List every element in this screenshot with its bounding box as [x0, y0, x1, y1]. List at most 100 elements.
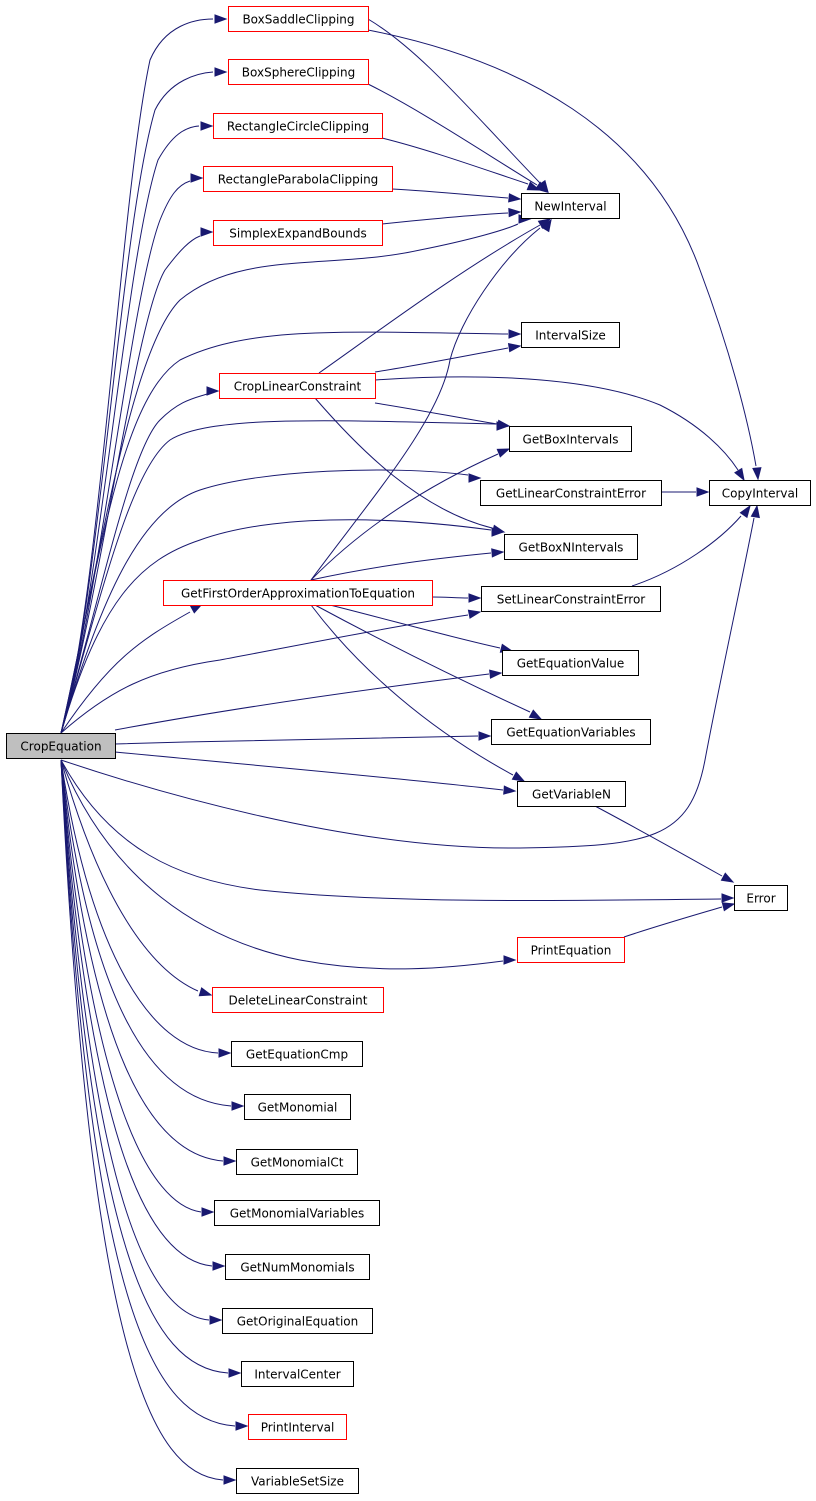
arrowhead-icon [721, 893, 735, 903]
node-get-original-equation[interactable]: GetOriginalEquation [222, 1308, 373, 1334]
node-print-equation[interactable]: PrintEquation [517, 937, 625, 963]
node-box[interactable] [163, 580, 433, 606]
arrowhead-icon [198, 987, 213, 997]
call-edge-crop-linear-constraint-to-get-box-nintervals [314, 397, 506, 534]
arrowhead-icon [526, 181, 541, 191]
arrowhead-icon [467, 609, 482, 619]
node-box[interactable] [225, 1254, 370, 1280]
node-get-first-order-approximation-to-equation[interactable]: GetFirstOrderApproximationToEquation [163, 580, 433, 606]
node-get-box-intervals[interactable]: GetBoxIntervals [509, 426, 632, 452]
call-edge-crop-equation-to-variable-set-size [60, 759, 237, 1485]
call-edge-box-saddle-clipping-to-copy-interval [367, 29, 762, 481]
node-label: GetFirstOrderApproximationToEquation [181, 587, 415, 601]
node-box[interactable] [491, 719, 651, 745]
node-box[interactable] [236, 1149, 358, 1175]
call-edge-crop-equation-to-interval-center [60, 759, 242, 1378]
arrowhead-icon [491, 524, 506, 534]
node-delete-linear-constraint[interactable]: DeleteLinearConstraint [212, 987, 384, 1013]
node-box[interactable] [521, 193, 620, 219]
node-label: BoxSaddleClipping [242, 13, 354, 27]
node-crop-equation[interactable]: CropEquation [6, 733, 116, 759]
call-edge-crop-equation-to-crop-linear-constraint [60, 386, 220, 734]
node-get-linear-constraint-error[interactable]: GetLinearConstraintError [480, 480, 662, 506]
node-error[interactable]: Error [734, 885, 788, 911]
node-box[interactable] [241, 1361, 354, 1387]
node-set-linear-constraint-error[interactable]: SetLinearConstraintError [481, 586, 661, 612]
call-edge-crop-equation-to-delete-linear-constraint [60, 759, 213, 997]
arrowhead-icon [478, 731, 492, 741]
node-rectangle-circle-clipping[interactable]: RectangleCircleClipping [213, 113, 383, 139]
node-crop-linear-constraint[interactable]: CropLinearConstraint [219, 373, 376, 399]
call-edge-crop-equation-to-get-equation-variables [114, 731, 492, 745]
arrowhead-icon [235, 1421, 249, 1431]
node-box[interactable] [228, 59, 369, 85]
node-box[interactable] [480, 480, 662, 506]
arrowhead-icon [752, 467, 762, 481]
node-box[interactable] [212, 987, 384, 1013]
node-box[interactable] [517, 781, 626, 807]
node-box[interactable] [219, 373, 376, 399]
call-edge-crop-equation-to-print-interval [60, 759, 249, 1431]
node-box[interactable] [248, 1414, 347, 1440]
node-new-interval[interactable]: NewInterval [521, 193, 620, 219]
node-get-monomial[interactable]: GetMonomial [244, 1094, 351, 1120]
call-edge-get-first-order-approximation-to-equation-to-get-equation-value [329, 604, 514, 653]
node-box[interactable] [709, 480, 811, 506]
call-edge-crop-equation-to-box-saddle-clipping [60, 14, 228, 734]
node-get-num-monomials[interactable]: GetNumMonomials [225, 1254, 370, 1280]
node-box[interactable] [502, 650, 639, 676]
call-edge-crop-linear-constraint-to-get-box-intervals [374, 402, 511, 429]
node-get-variable-n[interactable]: GetVariableN [517, 781, 626, 807]
node-box[interactable] [213, 113, 383, 139]
node-get-monomial-variables[interactable]: GetMonomialVariables [214, 1200, 380, 1226]
node-box[interactable] [228, 6, 369, 32]
arrowhead-icon [200, 227, 214, 237]
node-label: IntervalSize [535, 329, 606, 343]
node-rectangle-parabola-clipping[interactable]: RectangleParabolaClipping [203, 166, 393, 192]
node-box[interactable] [734, 885, 788, 911]
arrowhead-icon [507, 343, 522, 353]
call-edge-box-sphere-clipping-to-new-interval [367, 83, 549, 193]
node-label: SetLinearConstraintError [497, 593, 646, 607]
node-box[interactable] [481, 586, 661, 612]
call-edge-set-linear-constraint-error-to-copy-interval [631, 504, 751, 587]
node-box[interactable] [214, 1200, 380, 1226]
node-box[interactable] [203, 166, 393, 192]
node-get-equation-value[interactable]: GetEquationValue [502, 650, 639, 676]
node-variable-set-size[interactable]: VariableSetSize [236, 1468, 359, 1494]
call-edge-crop-equation-to-get-num-monomials [60, 759, 226, 1271]
node-get-box-nintervals[interactable]: GetBoxNIntervals [504, 534, 638, 560]
node-box-saddle-clipping[interactable]: BoxSaddleClipping [228, 6, 369, 32]
node-box[interactable] [517, 937, 625, 963]
node-label: PrintEquation [531, 944, 612, 958]
node-simplex-expand-bounds[interactable]: SimplexExpandBounds [213, 220, 383, 246]
node-interval-size[interactable]: IntervalSize [521, 322, 620, 348]
call-edge-crop-equation-to-get-equation-value [114, 669, 503, 731]
node-box[interactable] [231, 1041, 363, 1067]
node-box[interactable] [504, 534, 638, 560]
call-edge-box-saddle-clipping-to-new-interval [367, 18, 549, 194]
arrowhead-icon [503, 955, 517, 965]
node-box[interactable] [521, 322, 620, 348]
node-box[interactable] [6, 733, 116, 759]
arrowhead-icon [214, 67, 228, 77]
node-box[interactable] [222, 1308, 373, 1334]
node-print-interval[interactable]: PrintInterval [248, 1414, 347, 1440]
node-get-monomial-ct[interactable]: GetMonomialCt [236, 1149, 358, 1175]
node-box[interactable] [509, 426, 632, 452]
node-label: VariableSetSize [251, 1475, 344, 1489]
call-edge-get-first-order-approximation-to-equation-to-set-linear-constraint-error [431, 593, 482, 603]
node-label: Error [746, 892, 775, 906]
node-copy-interval[interactable]: CopyInterval [709, 480, 811, 506]
node-get-equation-variables[interactable]: GetEquationVariables [491, 719, 651, 745]
node-box[interactable] [236, 1468, 359, 1494]
node-get-equation-cmp[interactable]: GetEquationCmp [231, 1041, 363, 1067]
node-interval-center[interactable]: IntervalCenter [241, 1361, 354, 1387]
node-box[interactable] [213, 220, 383, 246]
node-box-sphere-clipping[interactable]: BoxSphereClipping [228, 59, 369, 85]
call-edge-get-first-order-approximation-to-equation-to-get-variable-n [310, 604, 526, 782]
arrowhead-icon [496, 448, 511, 458]
node-box[interactable] [244, 1094, 351, 1120]
node-label: RectangleCircleClipping [227, 120, 369, 134]
